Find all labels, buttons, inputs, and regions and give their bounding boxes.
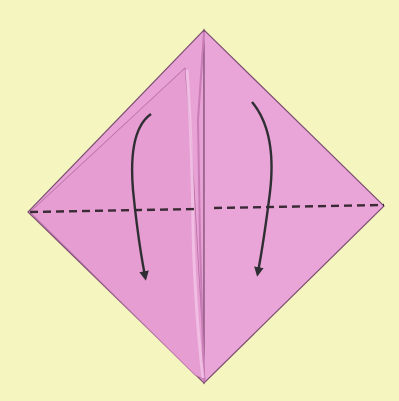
origami-diagram-svg xyxy=(0,0,399,401)
origami-diagram xyxy=(0,0,399,401)
